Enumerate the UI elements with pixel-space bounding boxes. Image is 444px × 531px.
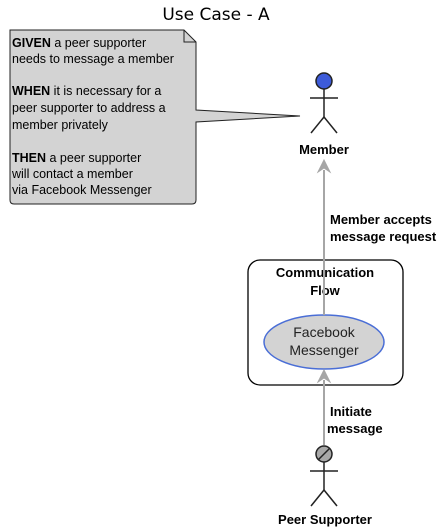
note-then-3: via Facebook Messenger	[12, 183, 152, 197]
upper-arrow-label-1: Member accepts	[330, 212, 432, 227]
package-title-2: Flow	[310, 283, 340, 298]
then-text: a peer supporter	[46, 151, 141, 165]
note: GIVEN a peer supporter needs to message …	[9, 29, 301, 205]
given-text: a peer supporter	[51, 36, 146, 50]
arrowhead-up-icon	[316, 158, 332, 174]
lower-arrow-label-2: message	[327, 421, 383, 436]
usecase-label-2: Messenger	[289, 342, 359, 358]
then-keyword: THEN	[12, 151, 46, 165]
arrowhead-up-icon	[316, 368, 332, 384]
note-given-2: needs to message a member	[12, 52, 174, 66]
note-when-3: member privately	[12, 118, 109, 132]
usecase-label-1: Facebook	[293, 324, 355, 340]
member-label: Member	[299, 142, 349, 157]
lower-arrow-label-1: Initiate	[330, 404, 372, 419]
note-shape	[9, 29, 301, 205]
peer-supporter-label: Peer Supporter	[278, 512, 372, 527]
peer-supporter-actor: Peer Supporter	[278, 445, 372, 527]
note-then: THEN a peer supporter	[12, 151, 141, 165]
note-when-2: peer supporter to address a	[12, 101, 166, 115]
member-actor-head-icon	[315, 72, 333, 90]
communication-flow-package: Communication Flow Facebook Messenger	[247, 259, 404, 386]
given-keyword: GIVEN	[12, 36, 51, 50]
note-fold	[183, 30, 196, 43]
arrow-usecase-to-member: Member accepts message request	[316, 158, 437, 315]
arrow-peer-to-usecase: Initiate message	[316, 368, 383, 445]
note-then-2: will contact a member	[11, 167, 133, 181]
when-text: it is necessary for a	[50, 84, 161, 98]
member-actor: Member	[299, 72, 349, 157]
diagram-title: Use Case - A	[162, 5, 270, 25]
note-when: WHEN it is necessary for a	[12, 84, 161, 98]
package-title-1: Communication	[276, 265, 374, 280]
note-given: GIVEN a peer supporter	[12, 36, 146, 50]
upper-arrow-label-2: message request	[330, 229, 437, 244]
when-keyword: WHEN	[12, 84, 50, 98]
